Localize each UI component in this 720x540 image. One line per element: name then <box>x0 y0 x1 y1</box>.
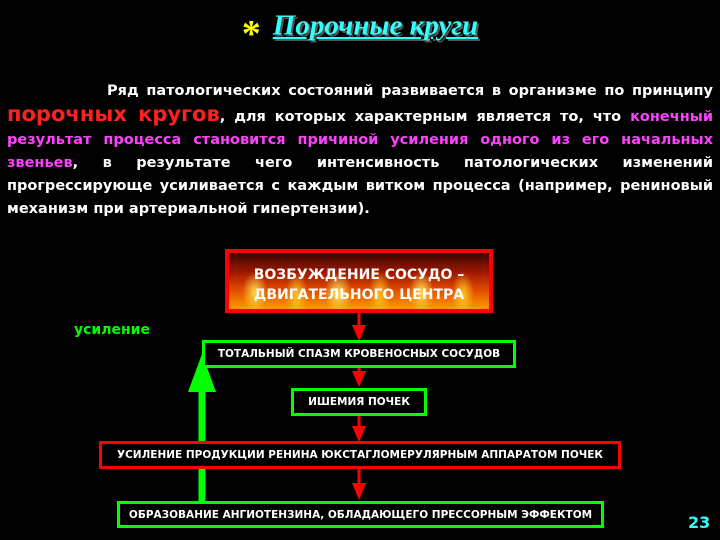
arrow-ischemia-to-renin <box>352 416 366 442</box>
box-total-vascular-spasm-label: ТОТАЛЬНЫЙ СПАЗМ КРОВЕНОСНЫХ СОСУДОВ <box>217 348 501 360</box>
box-renin-production-label: УСИЛЕНИЕ ПРОДУКЦИИ РЕНИНА ЮКСТАГЛОМЕРУЛЯ… <box>116 449 604 461</box>
title-text: Порочные круги <box>272 9 479 42</box>
paragraph-highlight-vicious-circles: порочных кругов <box>7 102 220 126</box>
paragraph-part-2: , для которых характерным является то, ч… <box>219 109 631 125</box>
paragraph-highlight-definition: конечный результат процесса становится п… <box>7 109 713 171</box>
paragraph-part-1: Ряд патологических состояний развивается… <box>107 83 713 99</box>
vasomotor-center-box: ВОЗБУЖДЕНИЕ СОСУДО – ДВИГАТЕЛЬНОГО ЦЕНТР… <box>225 249 493 313</box>
slide-title: * Порочные круги <box>0 8 720 56</box>
page-number: 23 <box>688 513 711 532</box>
box-renin-production: УСИЛЕНИЕ ПРОДУКЦИИ РЕНИНА ЮКСТАГЛОМЕРУЛЯ… <box>99 441 621 469</box>
arrow-flame-to-spasm <box>352 313 366 341</box>
box-kidney-ischemia-label: ИШЕМИЯ ПОЧЕК <box>308 396 410 408</box>
arrow-renin-to-angiotensin <box>352 468 366 500</box>
box-angiotensin-formation: ОБРАЗОВАНИЕ АНГИОТЕНЗИНА, ОБЛАДАЮЩЕГО ПР… <box>117 501 604 528</box>
box-kidney-ischemia: ИШЕМИЯ ПОЧЕК <box>291 388 427 416</box>
arrow-spasm-to-ischemia <box>352 368 366 387</box>
feedback-loop-arrow <box>122 354 216 515</box>
box-angiotensin-formation-label: ОБРАЗОВАНИЕ АНГИОТЕНЗИНА, ОБЛАДАЮЩЕГО ПР… <box>128 508 593 521</box>
paragraph-part-3: , в результате чего интенсивность патоло… <box>7 155 713 217</box>
star-icon: * <box>241 13 261 55</box>
box-total-vascular-spasm: ТОТАЛЬНЫЙ СПАЗМ КРОВЕНОСНЫХ СОСУДОВ <box>202 340 516 368</box>
vasomotor-center-label: ВОЗБУЖДЕНИЕ СОСУДО – ДВИГАТЕЛЬНОГО ЦЕНТР… <box>253 267 465 303</box>
intro-paragraph: Ряд патологических состояний развивается… <box>7 80 713 221</box>
feedback-label: усиление <box>74 322 150 338</box>
